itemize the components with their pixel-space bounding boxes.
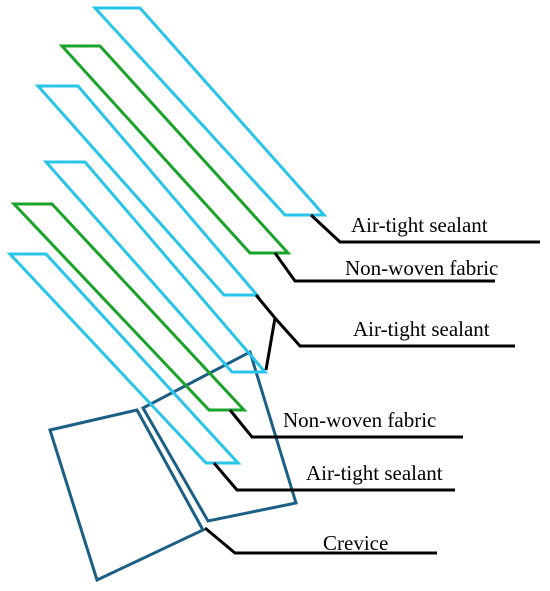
sealant-layer-1 <box>91 6 328 217</box>
label-crevice: Crevice <box>323 531 388 555</box>
leader-sealant-top <box>309 213 540 244</box>
sealant-layer-4 <box>6 252 242 465</box>
label-fabric-bottom: Non-woven fabric <box>283 408 436 432</box>
sealant-layer-3 <box>42 160 269 374</box>
label-sealant-bottom: Air-tight sealant <box>306 461 443 485</box>
leader-sealant-middle-branch <box>264 317 277 371</box>
fabric-layer-2 <box>10 202 248 412</box>
leader-sealant-bottom <box>212 462 455 492</box>
label-fabric-top: Non-woven fabric <box>345 256 498 280</box>
leader-fabric-bottom <box>228 409 463 439</box>
label-sealant-top: Air-tight sealant <box>351 213 488 237</box>
leader-fabric-top <box>273 252 495 283</box>
leader-crevice <box>204 526 437 555</box>
fabric-layer-1 <box>58 44 292 255</box>
label-sealant-middle: Air-tight sealant <box>353 317 490 341</box>
leader-sealant-middle <box>254 294 515 348</box>
crevice-left-block <box>48 408 206 583</box>
crevice-right-block <box>140 349 298 523</box>
